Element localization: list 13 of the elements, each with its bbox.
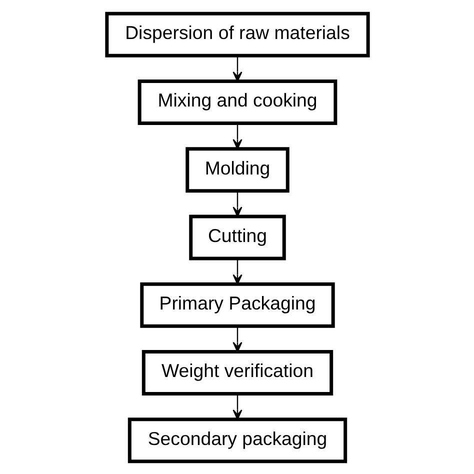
node-box: Weight verification — [141, 350, 333, 395]
node-box: Primary Packaging — [140, 282, 334, 328]
node-box: Mixing and cooking — [137, 79, 337, 124]
arrow — [232, 393, 242, 420]
node-box: Molding — [185, 146, 289, 192]
arrow — [232, 122, 242, 149]
arrow — [232, 258, 242, 284]
node-box: Cutting — [188, 214, 286, 260]
node-box: Dispersion of raw materials — [104, 11, 370, 57]
arrow — [232, 326, 242, 352]
node-box: Secondary packaging — [127, 417, 347, 463]
arrow — [232, 190, 242, 217]
arrow — [232, 55, 242, 82]
